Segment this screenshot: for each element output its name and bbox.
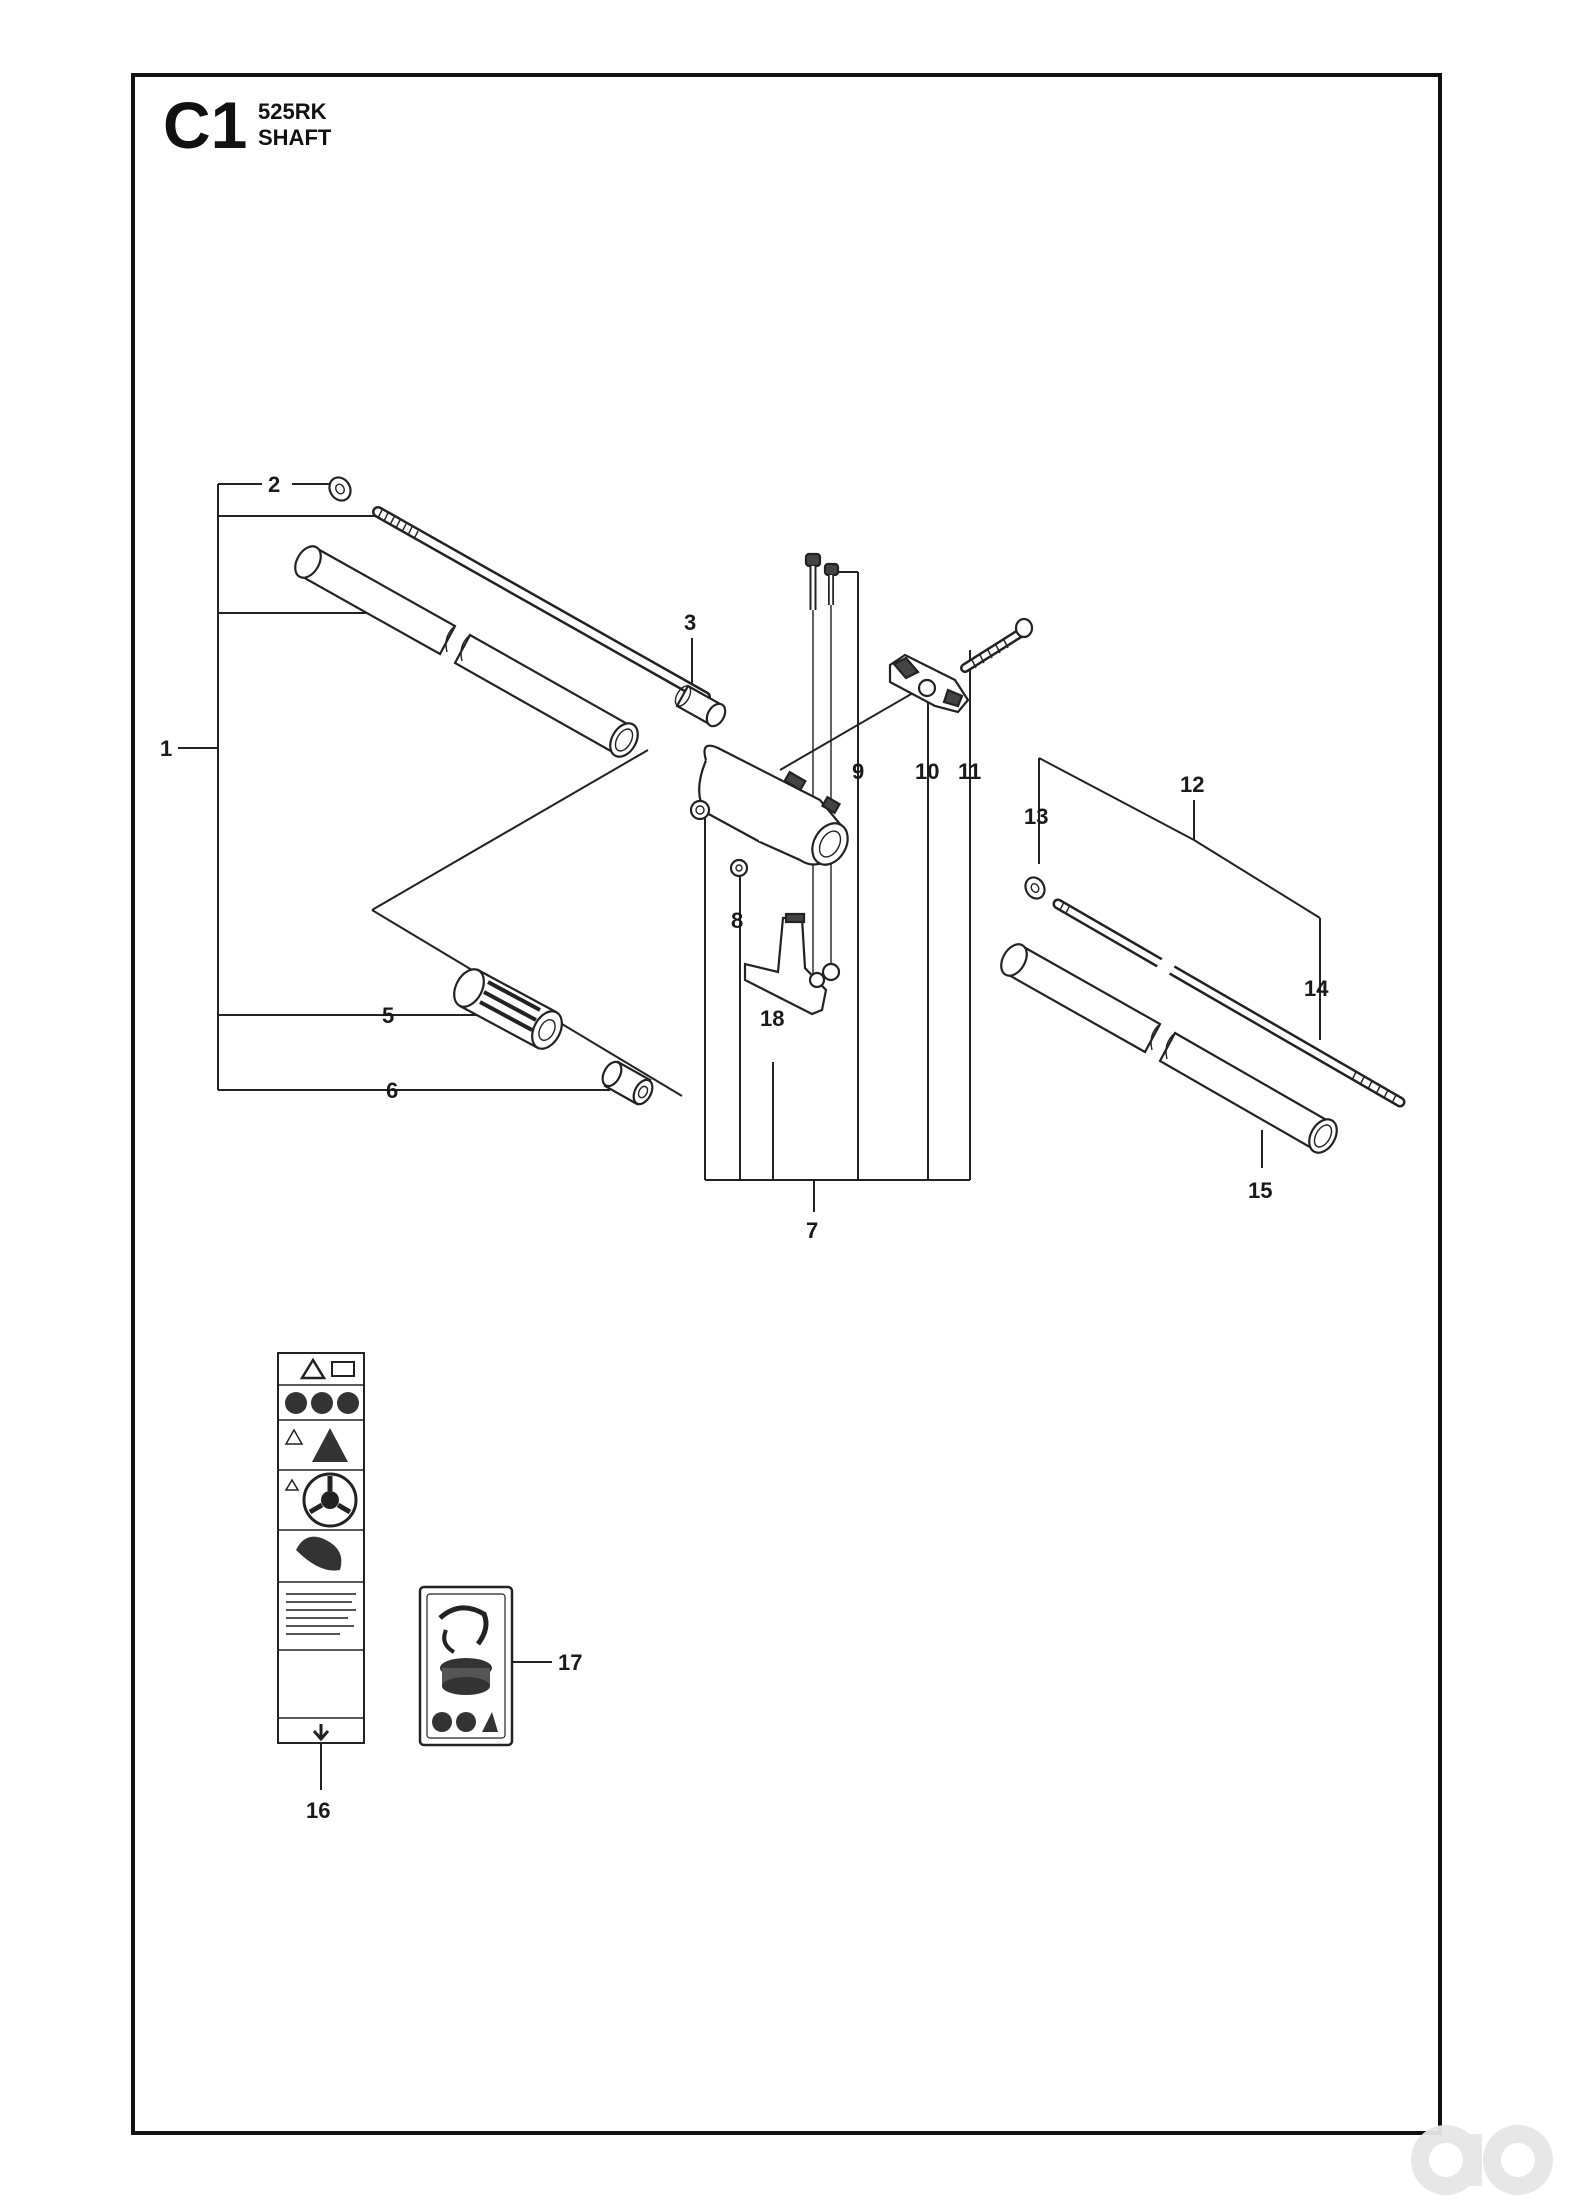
watermark-logo xyxy=(1411,2125,1553,2195)
callout-8: 8 xyxy=(731,908,743,933)
decal-part-17 xyxy=(418,1585,514,1747)
callout-3: 3 xyxy=(684,610,696,635)
nut-part-8 xyxy=(729,858,749,878)
safety-gear-icon xyxy=(285,1392,359,1414)
callout-17: 17 xyxy=(558,1650,582,1675)
callout-10: 10 xyxy=(915,759,939,784)
bushing-part-3 xyxy=(674,684,727,728)
callout-18: 18 xyxy=(760,1006,784,1031)
callout-6: 6 xyxy=(386,1078,398,1103)
bracket-group-1 xyxy=(178,483,610,1091)
callout-2: 2 xyxy=(268,472,280,497)
callout-12: 12 xyxy=(1180,772,1204,797)
shaft-rod-part-14 xyxy=(1052,898,1406,1108)
bracket-group-7 xyxy=(704,571,971,1212)
manual-book-icon xyxy=(331,1361,355,1377)
nut-part-6 xyxy=(601,1060,654,1106)
bolt-part-11 xyxy=(960,617,1034,673)
callout-7: 7 xyxy=(806,1218,818,1243)
clamp-housing xyxy=(689,744,849,866)
callout-15: 15 xyxy=(1248,1178,1272,1203)
callout-16: 16 xyxy=(306,1798,330,1823)
callout-9: 9 xyxy=(852,759,864,784)
washer-part-13 xyxy=(1024,876,1046,900)
callout-5: 5 xyxy=(382,1003,394,1028)
shaft-tube-upper xyxy=(294,545,639,758)
drive-shaft-rod xyxy=(372,506,711,703)
thrown-objects-icon xyxy=(312,1428,348,1462)
washer-part-2 xyxy=(328,476,352,502)
decal-part-16 xyxy=(277,1352,365,1744)
bracket-group-12 xyxy=(1038,757,1321,1040)
clamp-plate-part-10 xyxy=(888,653,970,714)
callout-1: 1 xyxy=(160,736,172,761)
callout-13: 13 xyxy=(1024,804,1048,829)
page-frame xyxy=(131,73,1442,2135)
section-code: C1 xyxy=(163,88,247,162)
clamp-bracket-part-18 xyxy=(743,912,841,1016)
screw-part-9 xyxy=(804,552,840,610)
callout-14: 14 xyxy=(1304,976,1329,1001)
section-title: SHAFT xyxy=(258,125,332,150)
warning-triangle-icon xyxy=(299,1357,327,1380)
shaft-tube-part-15 xyxy=(1000,943,1338,1154)
bearing-part-5 xyxy=(453,968,563,1050)
model-number: 525RK xyxy=(258,99,327,124)
callout-11: 11 xyxy=(958,759,981,784)
trimmer-head-icon xyxy=(440,1658,492,1695)
